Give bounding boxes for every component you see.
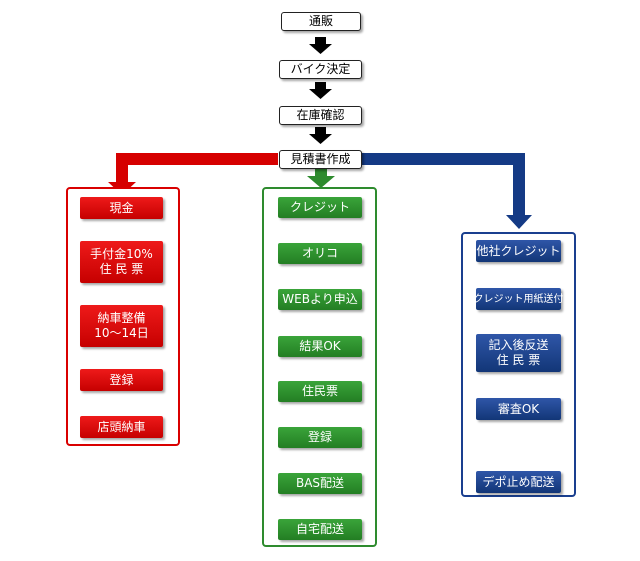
credit-step: BAS配送 [278, 473, 362, 494]
step-quote: 見積書作成 [279, 150, 362, 169]
top-arrows [309, 37, 332, 144]
credit-step: WEBより申込 [278, 289, 362, 310]
other-credit-step: 他社クレジット [476, 240, 561, 262]
green-branch-connector [307, 166, 335, 188]
credit-step: クレジット [278, 197, 362, 218]
other-credit-step: 記入後反送住 民 票 [476, 334, 561, 372]
credit-step: 住民票 [278, 381, 362, 402]
other-credit-step: デポ止め配送 [476, 471, 561, 493]
credit-step: 自宅配送 [278, 519, 362, 540]
blue-branch-connector [362, 153, 532, 229]
credit-step: オリコ [278, 243, 362, 264]
other-credit-step: クレジット用紙送付 [474, 288, 564, 310]
step-choose-bike: バイク決定 [279, 60, 362, 79]
credit-step: 結果OK [278, 336, 362, 357]
step-stock-check: 在庫確認 [279, 106, 362, 125]
arrow-down-icon [309, 37, 332, 54]
cash-step: 手付金10%住 民 票 [80, 241, 163, 283]
cash-step: 現金 [80, 197, 163, 219]
arrow-down-icon [309, 127, 332, 144]
red-branch-connector [108, 153, 278, 195]
cash-step: 登録 [80, 369, 163, 391]
arrow-down-icon [309, 82, 332, 99]
credit-step: 登録 [278, 427, 362, 448]
other-credit-step: 審査OK [476, 398, 561, 420]
cash-step: 店頭納車 [80, 416, 163, 438]
step-mail-order: 通販 [281, 12, 361, 31]
